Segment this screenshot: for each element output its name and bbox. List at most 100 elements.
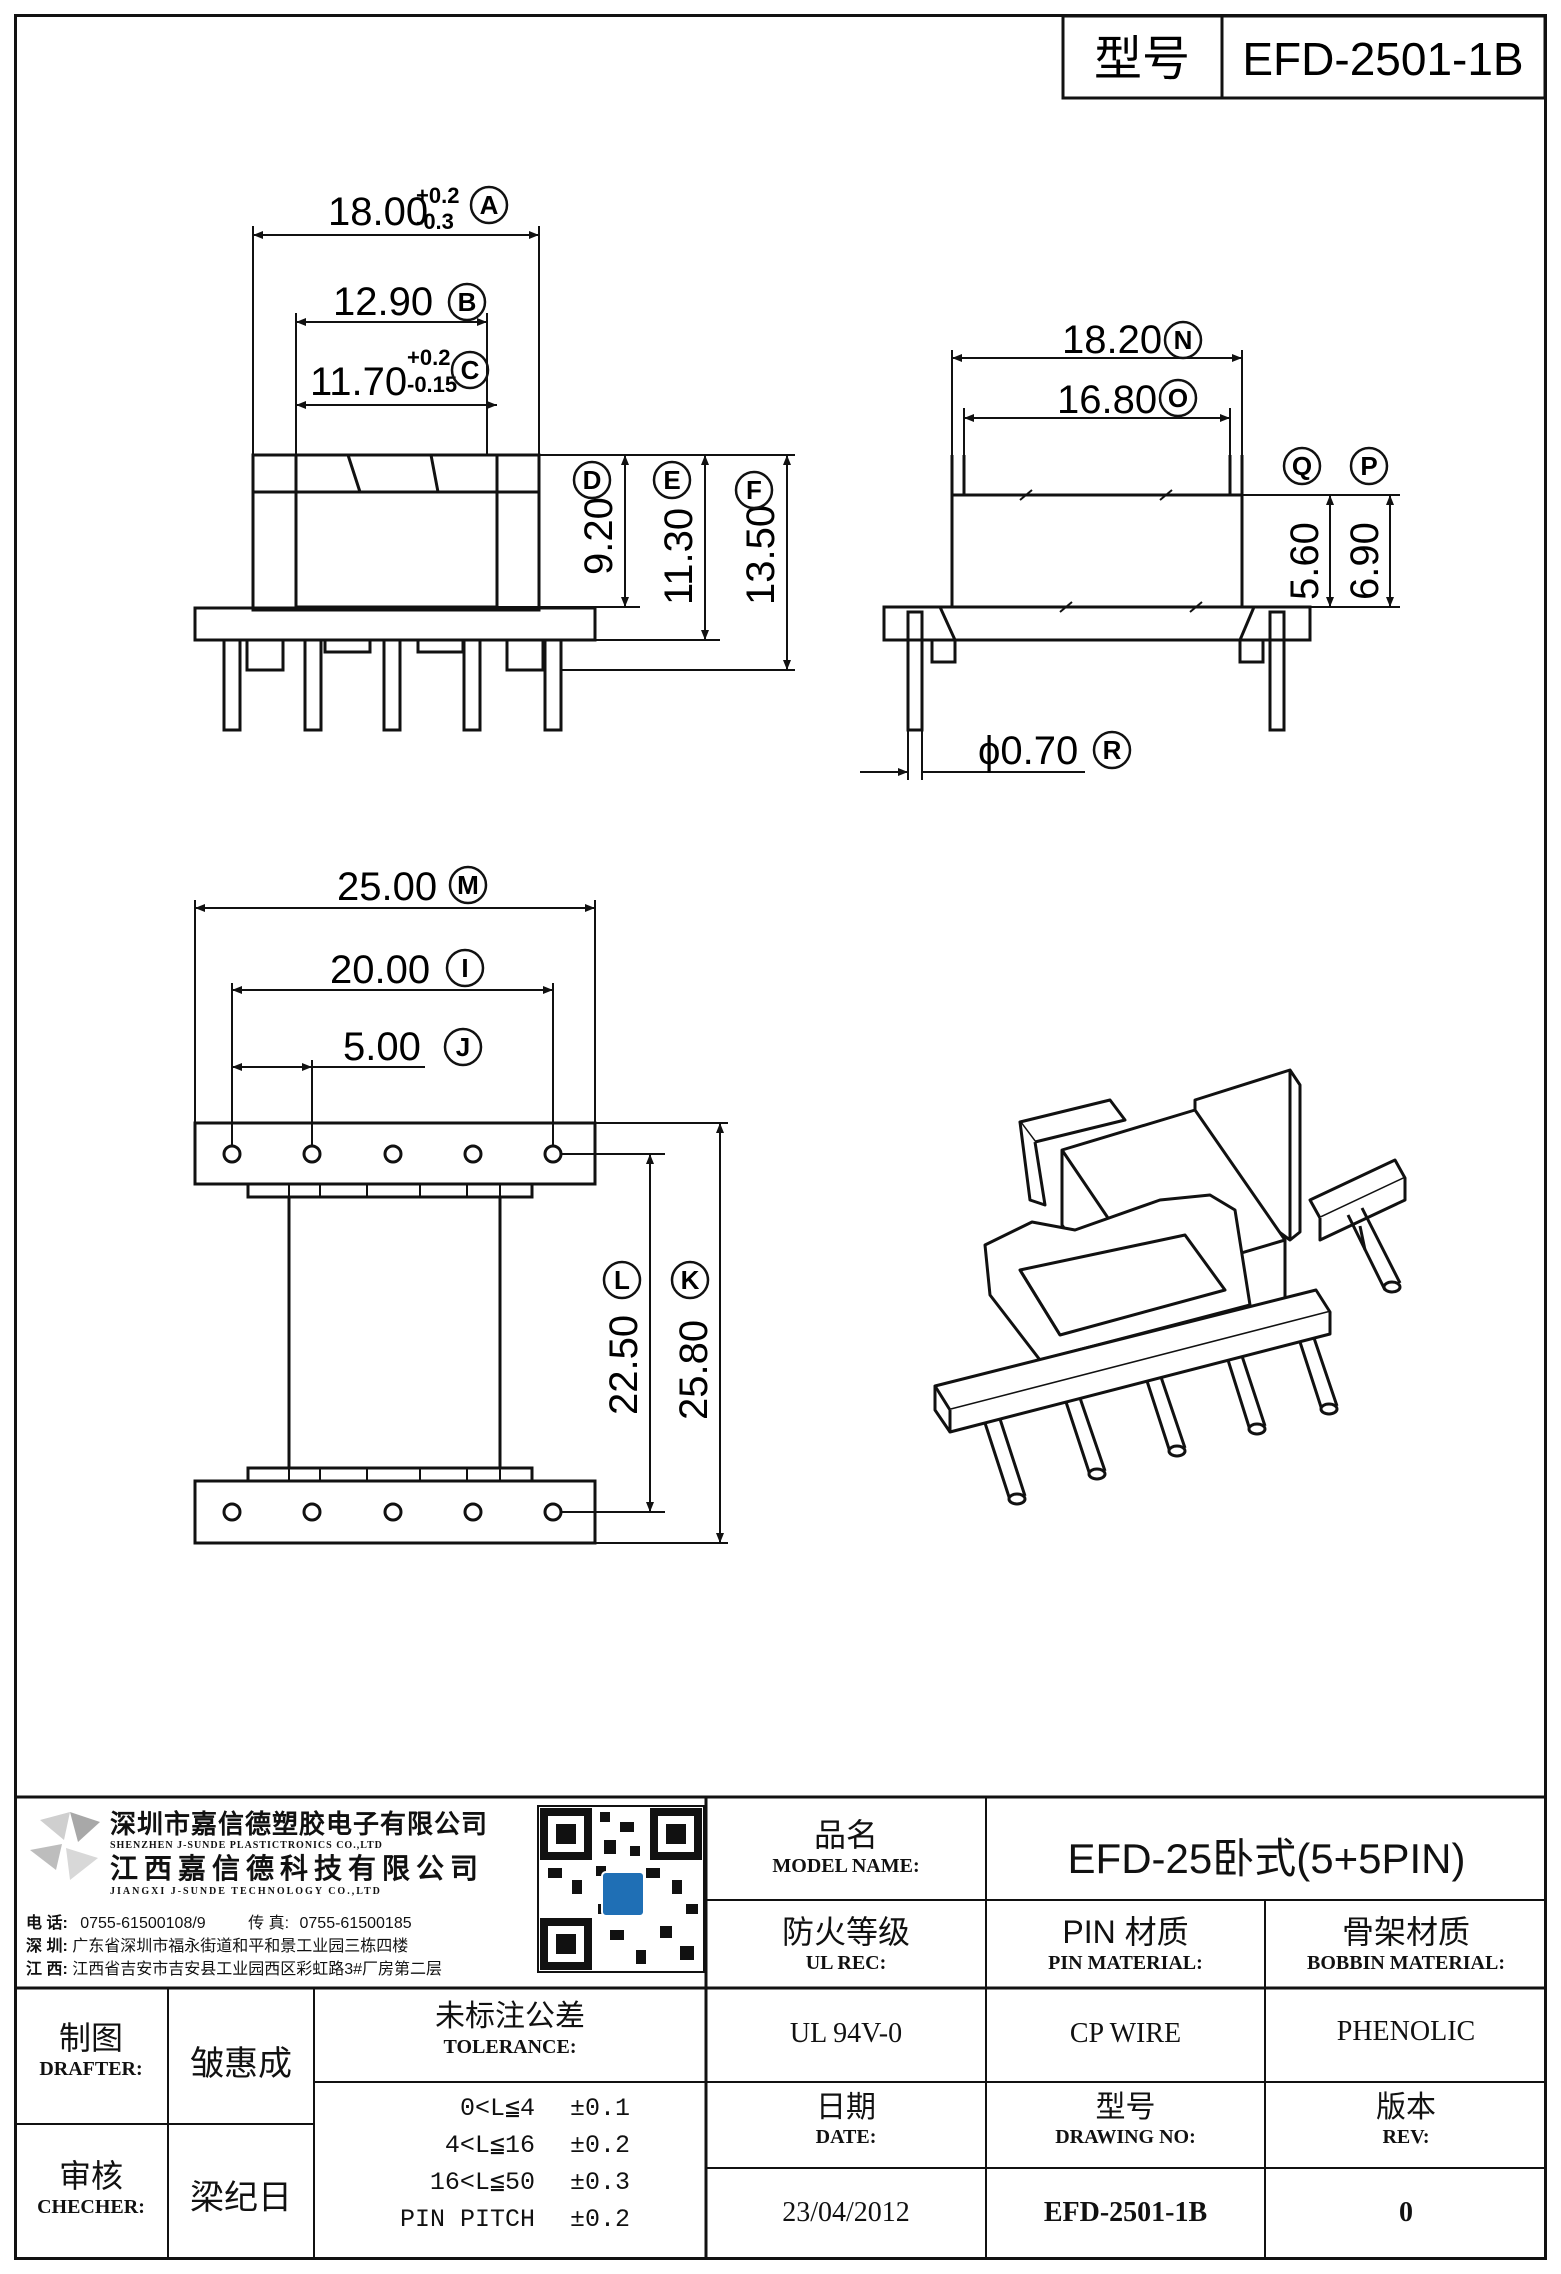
front-dimensions: [253, 231, 791, 670]
drawing-no-value: EFD-2501-1B: [1043, 2197, 1208, 2228]
tag-A: A: [480, 190, 499, 220]
tolerance-label: 未标注公差 TOLERANCE:: [314, 1998, 706, 2059]
model-name-cn: 品名: [813, 1817, 878, 1853]
dim-L-value: 22.50: [602, 1315, 646, 1415]
tag-O: O: [1168, 383, 1188, 413]
dim-M-value: 25.00: [337, 865, 437, 909]
company-contact: 电 话: 0755-61500108/9 传 真: 0755-61500185 …: [26, 1912, 538, 1981]
fax-label: 传 真:: [248, 1915, 290, 1932]
tolerance-row: PIN PITCH ±0.2: [330, 2201, 700, 2238]
tolerance-value: ±0.2: [570, 2205, 631, 2234]
tel-label: 电 话:: [26, 1915, 68, 1932]
header-label: 型号: [1094, 33, 1190, 86]
tag-L: L: [614, 1265, 630, 1295]
company-addr-sz-row: 深 圳: 广东省深圳市福永街道和平和景工业园三栋四楼: [26, 1935, 538, 1958]
tolerance-row: 16<L≦50 ±0.3: [330, 2164, 700, 2201]
drawing-no-label: 型号 DRAWING NO:: [986, 2090, 1265, 2149]
tolerance-cn: 未标注公差: [435, 2000, 585, 2033]
drafter-cn: 制图: [58, 2020, 123, 2056]
checker-en: CHECHER:: [37, 2196, 145, 2218]
tag-D: D: [583, 465, 602, 495]
tolerance-value: ±0.3: [570, 2168, 631, 2197]
fax-value: 0755-61500185: [299, 1915, 412, 1932]
tolerance-range: PIN PITCH: [399, 2205, 535, 2234]
tag-K: K: [681, 1265, 700, 1295]
company-info: 深圳市嘉信德塑胶电子有限公司 SHENZHEN J-SUNDE PLASTICT…: [110, 1808, 538, 1898]
tag-I-circle: [445, 948, 485, 988]
tolerance-range: 0<L≦4: [459, 2094, 535, 2123]
ul-cn: 防火等级: [781, 1914, 910, 1950]
tag-I: I: [461, 953, 468, 983]
bottom-dimensions: [195, 904, 724, 1543]
model-name-en: MODEL NAME:: [772, 1855, 920, 1877]
date-cn: 日期: [816, 2091, 876, 2124]
date-en: DATE:: [815, 2126, 877, 2148]
tag-E: E: [663, 465, 680, 495]
checker-name: 梁纪日: [190, 2179, 292, 2217]
tolerance-table: 0<L≦4 ±0.1 4<L≦16 ±0.2 16<L≦50 ±0.3 PIN …: [330, 2090, 700, 2238]
tolerance-row: 4<L≦16 ±0.2: [330, 2127, 700, 2164]
tag-N: N: [1174, 325, 1193, 355]
tag-K-circle: [670, 1260, 710, 1300]
checker-label: 审核 CHECHER:: [14, 2156, 168, 2219]
tag-M-circle: [448, 865, 488, 905]
company-phone-row: 电 话: 0755-61500108/9 传 真: 0755-61500185: [26, 1912, 538, 1935]
tag-M: M: [457, 870, 479, 900]
company-en-sz: SHENZHEN J-SUNDE PLASTICTRONICS CO.,LTD: [110, 1840, 383, 1851]
tolerance-en: TOLERANCE:: [443, 2036, 577, 2058]
tag-D-circle: [572, 460, 612, 500]
company-en-jx: JIANGXI J-SUNDE TECHNOLOGY CO.,LTD: [110, 1886, 382, 1897]
company-name-sz: 深圳市嘉信德塑胶电子有限公司: [110, 1809, 489, 1839]
tag-R: R: [1103, 735, 1122, 765]
tag-R-circle: [1092, 730, 1132, 770]
company-addr-jx-row: 江 西: 江西省吉安市吉安县工业园西区彩虹路3#厂房第二层: [26, 1958, 538, 1981]
bottom-view: [193, 900, 728, 1545]
dim-P-value: 6.90: [1343, 522, 1387, 600]
date-label: 日期 DATE:: [706, 2090, 986, 2149]
drawing-frame: [14, 14, 1547, 2260]
tag-Q: Q: [1292, 451, 1312, 481]
dim-A-tol-plus: +0.2: [416, 183, 459, 208]
addr-sz-value: 广东省深圳市福永街道和平和景工业园三栋四楼: [72, 1938, 409, 1955]
front-view: [193, 226, 795, 732]
model-name-value: EFD-25卧式(5+5PIN): [1067, 1835, 1466, 1882]
ul-label: 防火等级 UL REC:: [706, 1912, 986, 1975]
rev-en: REV:: [1382, 2126, 1430, 2148]
pin-cn: PIN 材质: [1062, 1914, 1189, 1950]
tolerance-value: ±0.1: [570, 2094, 631, 2123]
drafter-name: 皱惠成: [190, 2045, 292, 2083]
title-block-grid: [14, 1795, 1547, 2260]
tag-C-circle: [450, 350, 490, 390]
addr-sz-label: 深 圳:: [26, 1938, 68, 1955]
company-logo: [30, 1812, 100, 1880]
ul-en: UL REC:: [805, 1952, 887, 1974]
bobbin-en: BOBBIN MATERIAL:: [1307, 1952, 1505, 1974]
pin-material-label: PIN 材质 PIN MATERIAL:: [986, 1912, 1265, 1975]
pin-value: CP WIRE: [1069, 2018, 1182, 2049]
dim-A-value: 18.00: [328, 190, 428, 234]
bobbin-cn: 骨架材质: [1341, 1914, 1470, 1950]
ul-value: UL 94V-0: [789, 2018, 903, 2049]
tag-L-circle: [602, 1260, 642, 1300]
header-value: EFD-2501-1B: [1242, 33, 1523, 85]
tag-N-circle: [1163, 320, 1203, 360]
side-dimensions: [860, 354, 1394, 776]
checker-cn: 审核: [58, 2158, 123, 2194]
drafter-label: 制图 DRAFTER:: [14, 2018, 168, 2081]
tag-F: F: [746, 475, 762, 505]
rev-label: 版本 REV:: [1265, 2090, 1547, 2149]
dim-E-value: 11.30: [657, 508, 701, 605]
addr-jx-label: 江 西:: [26, 1961, 68, 1978]
dim-C-tol-minus: -0.15: [407, 372, 457, 397]
bobbin-material-label: 骨架材质 BOBBIN MATERIAL:: [1265, 1912, 1547, 1975]
drawing-no-cn: 型号: [1095, 2091, 1156, 2124]
dim-B-value: 12.90: [333, 280, 433, 324]
qr-code: [537, 1805, 705, 1973]
tolerance-value: ±0.2: [570, 2131, 631, 2160]
tag-B-circle: [447, 282, 487, 322]
tag-P: P: [1360, 451, 1377, 481]
addr-jx-value: 江西省吉安市吉安县工业园西区彩虹路3#厂房第二层: [72, 1961, 443, 1978]
tolerance-range: 4<L≦16: [444, 2131, 535, 2160]
isometric-view: [933, 1068, 1407, 1506]
dim-C-tol-plus: +0.2: [407, 345, 450, 370]
